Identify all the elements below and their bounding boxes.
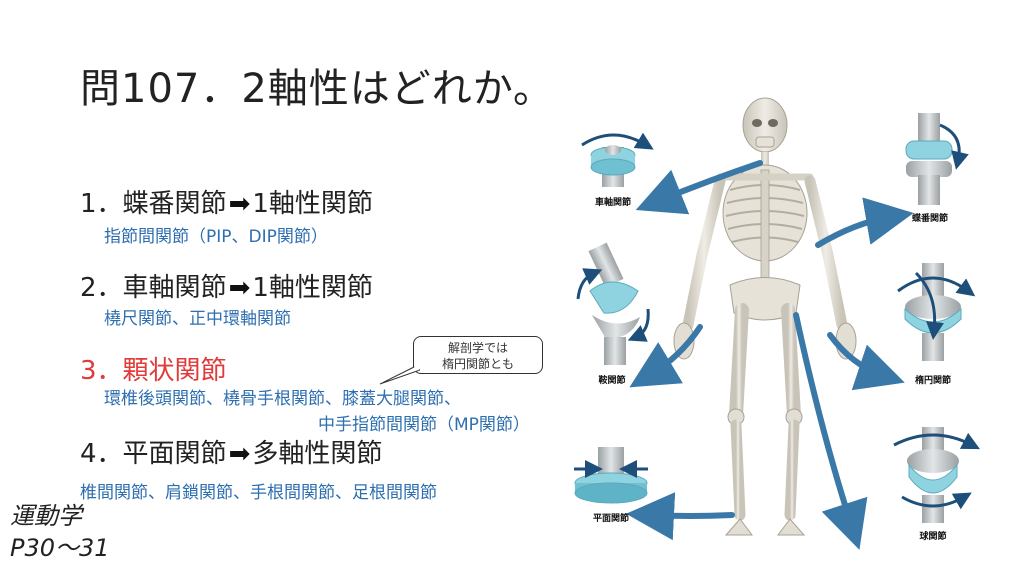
right-arrow-icon: ➡	[228, 189, 251, 219]
callout-line-2: 楕円関節とも	[441, 357, 514, 371]
callout-bubble: 解剖学では 楕円関節とも	[413, 336, 543, 374]
item-number: 4．	[80, 439, 123, 469]
right-arrow-icon: ➡	[228, 273, 251, 303]
saddle-joint-label: 鞍関節	[598, 374, 625, 386]
item-axis-type: 多軸性関節	[252, 439, 383, 469]
item-joint-name: 車軸関節	[122, 273, 227, 303]
plane-joint-illustration: 平面関節	[574, 447, 648, 524]
item-3-examples-line-2: 中手指節間関節（MP関節）	[318, 415, 530, 435]
pivot-joint-illustration: 車軸関節	[581, 132, 654, 208]
item-axis-type: 1軸性関節	[252, 273, 373, 303]
ellipsoid-connector-arrow	[827, 332, 905, 391]
item-joint-name: 平面関節	[122, 439, 227, 469]
callout-tail	[379, 366, 420, 385]
pivot-connector-arrow	[635, 160, 763, 215]
ball-joint-label: 球関節	[919, 530, 946, 542]
item-2-heading: 2．車軸関節➡1軸性関節	[80, 267, 373, 304]
page-title: 問107．2軸性はどれか。	[80, 66, 554, 112]
hinge-connector-arrow	[815, 197, 914, 248]
reference-subject: 運動学	[10, 502, 82, 530]
reference-note: 運動学 P30～31	[10, 500, 170, 564]
reference-pages: P30～31	[10, 534, 110, 562]
item-1-heading: 1．蝶番関節➡1軸性関節	[80, 183, 373, 220]
hinge-joint-illustration: 蝶番関節	[905, 113, 969, 224]
item-number: 1．	[80, 189, 123, 219]
item-number: 2．	[80, 273, 123, 303]
item-axis-type: 1軸性関節	[252, 189, 373, 219]
item-4-heading: 4．平面関節➡多軸性関節	[80, 433, 382, 470]
item-4-examples: 椎間関節、肩鎖関節、手根間関節、足根間関節	[80, 483, 437, 503]
ellipsoid-joint-label: 楕円関節	[915, 374, 951, 386]
item-3-heading: 3．顆状関節	[80, 350, 227, 387]
hinge-joint-label: 蝶番関節	[912, 212, 948, 224]
joint-types-figure: 車軸関節 蝶番関節 鞍関節 楕円関節 平面関節	[574, 97, 981, 550]
callout-line-1: 解剖学では	[447, 341, 508, 355]
right-arrow-icon: ➡	[228, 439, 251, 469]
connector-arrows	[626, 160, 914, 550]
saddle-connector-arrow	[629, 324, 703, 388]
ball-joint-illustration: 球関節	[893, 427, 981, 542]
item-joint-name: 蝶番関節	[122, 189, 227, 219]
item-1-examples: 指節間関節（PIP、DIP関節）	[104, 227, 328, 247]
item-2-examples: 橈尺関節、正中環軸関節	[104, 309, 291, 329]
skeleton-illustration	[673, 97, 857, 536]
plane-connector-arrow	[626, 492, 735, 541]
item-joint-name: 顆状関節	[122, 356, 227, 386]
item-number: 3．	[80, 356, 123, 386]
item-3-examples-line-1: 環椎後頭関節、橈骨手根関節、膝蓋大腿関節、	[104, 389, 461, 409]
plane-joint-label: 平面関節	[593, 512, 629, 524]
saddle-joint-illustration: 鞍関節	[576, 242, 650, 386]
ellipsoid-joint-illustration: 楕円関節	[897, 263, 976, 386]
ball-connector-arrow	[793, 312, 868, 550]
pivot-joint-label: 車軸関節	[595, 196, 631, 208]
